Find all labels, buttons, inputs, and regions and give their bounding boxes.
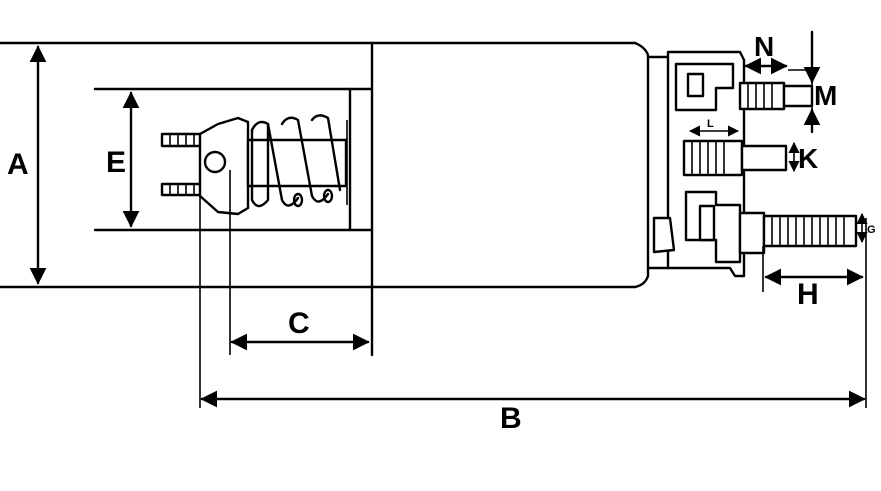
label-h: H <box>797 278 819 311</box>
label-n: N <box>754 31 774 62</box>
extension-lines <box>199 69 867 408</box>
label-c: C <box>288 307 310 340</box>
label-a: A <box>7 148 29 181</box>
label-e: E <box>106 146 126 179</box>
label-g: G <box>867 224 876 236</box>
plunger-assembly <box>160 114 348 216</box>
label-l: L <box>707 118 714 130</box>
terminal-cap <box>646 50 858 278</box>
label-m: M <box>814 80 837 111</box>
dimension-labels: A E C B H N M K L G <box>7 31 876 435</box>
plunger-cavity <box>93 87 374 232</box>
dimension-arrows <box>29 30 868 408</box>
solenoid-body <box>0 41 650 357</box>
label-b: B <box>500 402 522 435</box>
label-k: K <box>798 143 818 174</box>
